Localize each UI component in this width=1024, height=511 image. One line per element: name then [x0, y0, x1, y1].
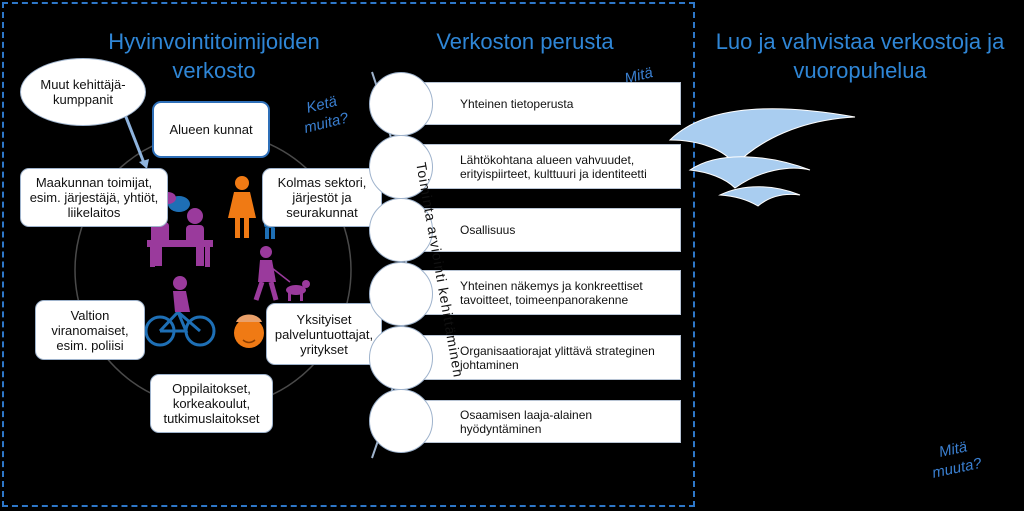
waves-icon [668, 108, 856, 207]
double-arrow [122, 111, 146, 164]
elderly-face-icon [234, 314, 264, 348]
foundation-marker [369, 135, 433, 199]
dog-walker-icon [253, 246, 310, 301]
foundation-title: Verkoston perusta [436, 29, 614, 54]
foundation-item: Osaamisen laaja-alainen hyödyntäminen [395, 400, 681, 443]
foundation-marker [369, 389, 433, 453]
dialogue-title: Luo ja vahvistaa verkostoja ja vuoropuhe… [715, 29, 1005, 83]
node-state: Valtion viranomaiset, esim. poliisi [35, 300, 145, 360]
cyclist-icon [144, 276, 216, 347]
network-frame [2, 2, 695, 507]
foundation-item: Organisaatiorajat ylittävä strateginen j… [395, 335, 681, 380]
node-private: Yksityiset palveluntuottajat, yritykset [266, 303, 382, 365]
foundation-marker [369, 198, 433, 262]
node-municipalities: Alueen kunnat [152, 101, 270, 158]
foundation-item: Yhteinen näkemys ja konkreettiset tavoit… [395, 270, 681, 315]
network-title: Hyvinvointitoimijoiden verkosto [108, 29, 320, 83]
node-partners: Muut kehittäjä-kumppanit [20, 58, 146, 126]
foundation-item: Lähtökohtana alueen vahvuudet, erityispi… [395, 144, 681, 189]
node-education: Oppilaitokset, korkeakoulut, tutkimuslai… [150, 374, 273, 433]
foundation-item: Osallisuus [395, 208, 681, 252]
node-county: Maakunnan toimijat, esim. järjestäjä, yh… [20, 168, 168, 227]
foundation-marker [369, 326, 433, 390]
foundation-marker [369, 72, 433, 136]
foundation-item: Yhteinen tietoperusta [395, 82, 681, 125]
bench-people-icon [147, 205, 213, 267]
node-third-sector: Kolmas sektori, järjestöt ja seurakunnat [262, 168, 382, 227]
foundation-marker [369, 262, 433, 326]
